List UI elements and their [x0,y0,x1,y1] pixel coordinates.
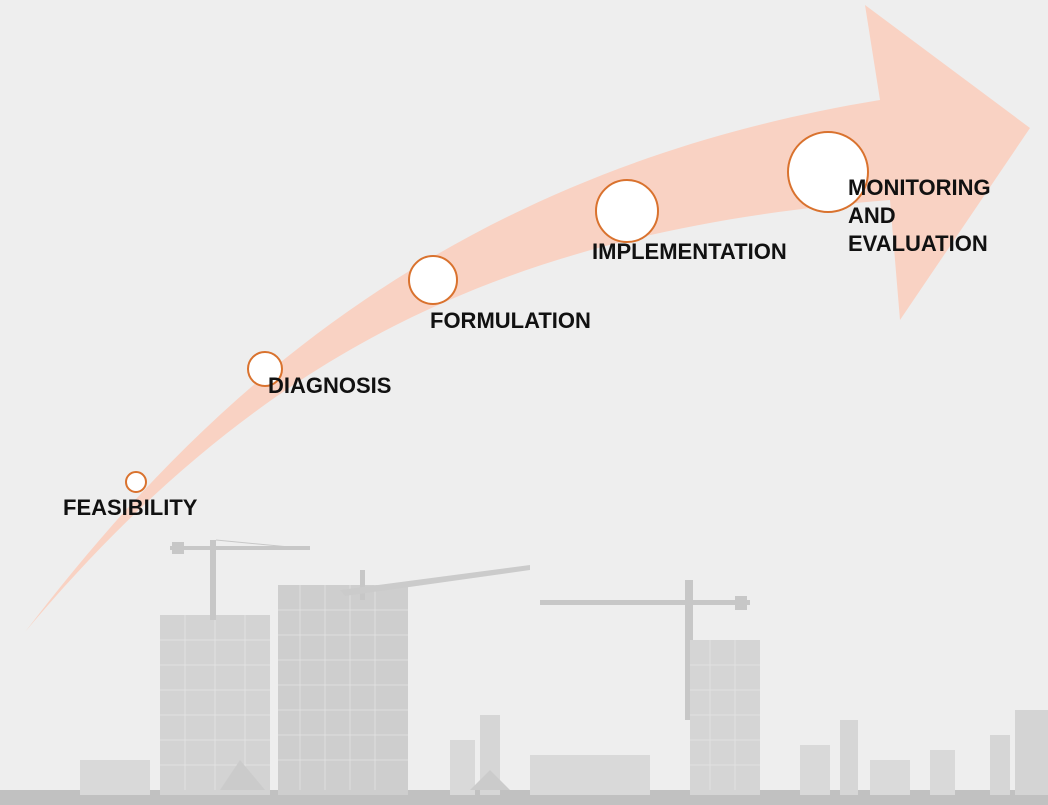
marker-diagnosis [247,351,283,387]
construction-skyline-silhouette [0,539,1048,805]
stage-label-formulation: FORMULATION [430,308,591,333]
marker-feasibility [125,471,147,493]
stage-label-diagnosis: DIAGNOSIS [268,373,392,398]
stage-label-feasibility: FEASIBILITY [63,495,198,520]
marker-implementation [595,179,659,243]
stage-label-implementation: IMPLEMENTATION [592,239,787,264]
stage-markers [125,131,869,493]
marker-monitoring [787,131,869,213]
progress-arrow [25,5,1030,632]
stage-label-monitoring: MONITORING AND EVALUATION [848,175,991,256]
marker-formulation [408,255,458,305]
